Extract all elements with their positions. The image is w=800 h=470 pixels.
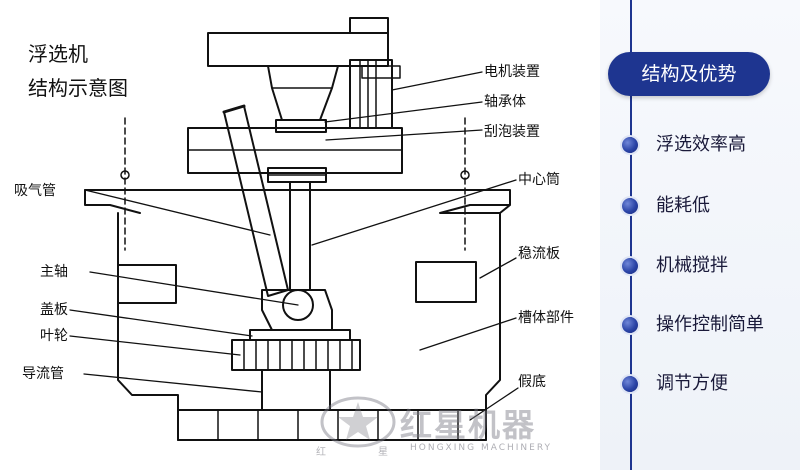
label-main-shaft: 主轴 xyxy=(40,264,68,280)
label-tank: 槽体部件 xyxy=(518,310,574,326)
stabilizer-left xyxy=(117,264,177,304)
air-pipe xyxy=(223,105,289,297)
bullet-dot-icon xyxy=(622,258,638,274)
hongxing-logo-icon xyxy=(320,396,396,448)
feature-label: 调节方便 xyxy=(656,373,728,394)
feature-label: 操作控制简单 xyxy=(656,314,764,335)
label-cover: 盖板 xyxy=(40,302,68,318)
false-bottom xyxy=(177,409,487,441)
flotation-machine-drawing xyxy=(69,17,519,441)
top-plate-cap xyxy=(349,17,389,34)
watermark-brand-en: HONGXING MACHINERY xyxy=(410,443,553,453)
label-scraper: 刮泡装置 xyxy=(484,124,540,140)
impeller xyxy=(231,339,361,371)
watermark-small-right: 星 xyxy=(378,447,388,458)
bullet-dot-icon xyxy=(622,376,638,392)
feature-label: 浮选效率高 xyxy=(656,134,746,155)
top-plate xyxy=(207,32,389,67)
watermark-brand-cn: 红星机器 xyxy=(400,406,537,444)
label-stabilizer: 稳流板 xyxy=(518,246,560,262)
shaft-housing xyxy=(261,289,333,331)
bullet-dot-icon xyxy=(622,137,638,153)
timeline-line xyxy=(630,0,632,470)
bearing-flange xyxy=(275,119,327,133)
bullet-dot-icon xyxy=(622,317,638,333)
label-air-pipe: 吸气管 xyxy=(14,183,56,199)
diagram-panel: 浮选机 结构示意图 电机装置 轴承体 刮泡装置 中心筒 吸气管 稳流板 主轴 槽… xyxy=(0,0,600,470)
watermark-small-left: 红 xyxy=(316,447,326,458)
label-guide-pipe: 导流管 xyxy=(22,366,64,382)
label-center-tube: 中心筒 xyxy=(518,172,560,188)
label-motor: 电机装置 xyxy=(484,64,540,80)
impeller-teeth xyxy=(243,339,353,371)
section-heading: 结构及优势 xyxy=(608,52,770,96)
feature-label: 能耗低 xyxy=(656,195,710,216)
main-shaft-hub xyxy=(282,289,314,321)
stabilizer-right xyxy=(415,261,477,303)
cover-plate xyxy=(249,329,351,341)
bullet-dot-icon xyxy=(622,198,638,214)
diagram-title-line2: 结构示意图 xyxy=(28,76,128,100)
label-impeller: 叶轮 xyxy=(40,328,68,344)
diagram-title-line1: 浮选机 xyxy=(28,42,88,66)
leader-lines xyxy=(69,71,519,421)
bearing-housing xyxy=(267,65,339,121)
label-false-bottom: 假底 xyxy=(518,374,546,390)
label-bearing: 轴承体 xyxy=(484,94,526,110)
feature-label: 机械搅拌 xyxy=(656,255,728,276)
